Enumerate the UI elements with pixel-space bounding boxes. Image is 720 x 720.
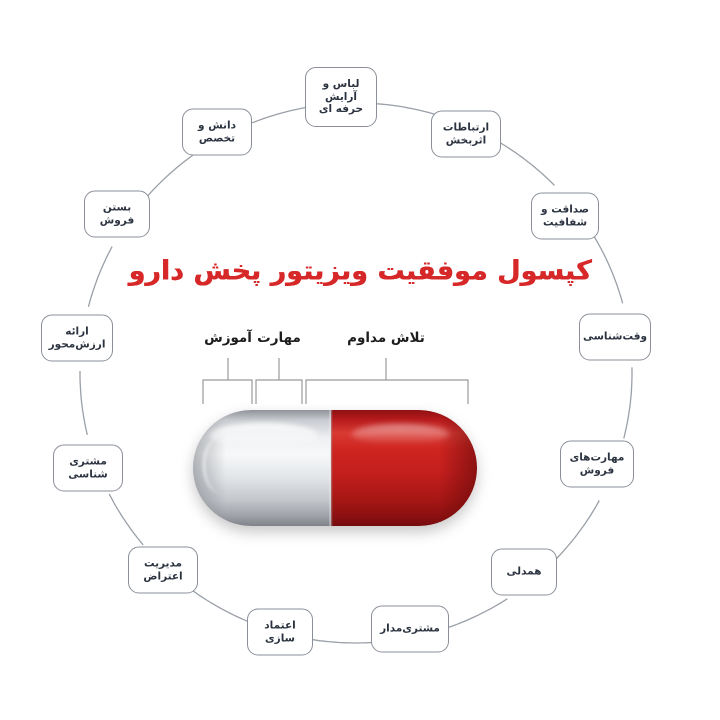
ring-connector-arc [309,638,377,644]
ring-node-label-line: فروش [579,464,615,476]
ring-connector-arc [623,367,633,439]
ring-node-moshtari-madar[interactable]: مشتری‌مدار [371,605,449,653]
ring-connector-arc [497,140,555,186]
page-title: کپسول موفقیت ویزیتور پخش دارو [128,255,592,287]
ring-node-label-line: ارتباطات [442,121,490,134]
bracket-label-2: مهارت [257,330,301,346]
ring-connector-arc [108,493,144,546]
bracket-labels-group: آموزش مهارت تلاش مداوم [0,330,720,420]
ring-connector-arc [145,154,194,199]
ring-connector-arc [249,106,309,125]
ring-node-label-line: حرفه ای [318,103,364,116]
ring-node-label-line: ارزش‌محور [48,338,106,350]
bracket-label-1: آموزش [204,330,252,346]
bracket-shape [202,379,253,404]
ring-connector-arc [446,598,508,629]
capsule-graphic [193,410,477,526]
ring-node-label-line: بستن [102,201,132,214]
ring-node-label-line: شناسی [68,468,108,480]
ring-node-label-line: همدلی [506,565,542,578]
ring-node-label-line: دانش و [198,119,236,132]
ring-node-label-line: اعتراض [143,570,183,582]
ring-node-label-line: لباس و [322,77,360,90]
ring-node-label-line: اعتماد [264,619,296,632]
ring-node-label-line: مشتری‌مدار [380,622,440,635]
capsule-highlight-right [352,423,449,444]
ring-node-label-line: صداقت و [541,203,589,216]
ring-node-vaght-shenasi[interactable]: وقت‌شناسی [579,313,651,361]
capsule-seam [329,410,333,526]
ring-node-label-line: مدیریت [143,557,183,570]
ring-node-label-line: اثربخش [445,134,487,146]
bracket-shape [255,379,303,404]
ring-node-label-line: تخصص [198,132,236,144]
ring-node-label-line: شفافیت [542,216,588,228]
ring-connector-arc [374,102,440,117]
ring-node-label-line: ارائه [65,325,89,338]
bracket-lines [202,358,469,404]
ring-node-label-line: آرایش [324,90,358,103]
ring-connector-arc [79,371,88,435]
ring-node-label-line: سازی [265,632,295,644]
ring-connector-arc [553,500,600,562]
capsule-edge-glint [202,435,242,494]
ring-node-label-line: مشتری [69,455,107,468]
ring-node-label-line: مهارت‌های [569,451,625,464]
capsule-body [193,410,477,526]
ring-connector-arc [189,587,252,624]
ring-node-label-line: فروش [99,214,135,226]
ring-node-label-line: وقت‌شناسی [582,330,648,343]
ring-connector-arc [591,233,624,304]
ring-connector-arc [87,246,113,307]
bracket-label-3: تلاش مداوم [347,330,425,346]
bracket-shape [305,379,469,404]
ring-node-hamdeli[interactable]: همدلی [491,548,557,596]
